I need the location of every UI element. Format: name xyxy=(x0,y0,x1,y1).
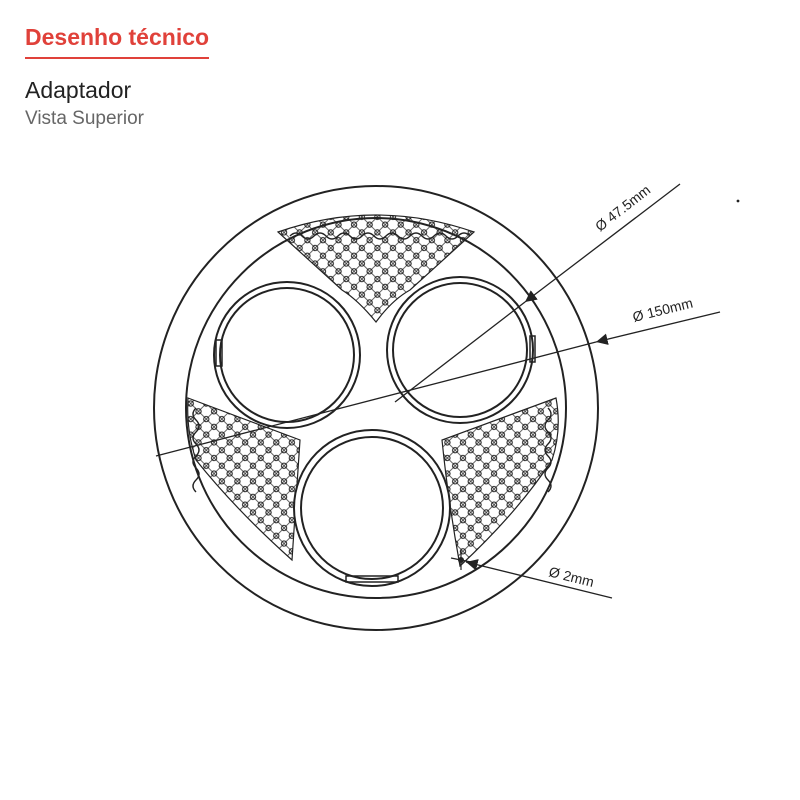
dim-line-inner-hole-extension xyxy=(394,301,526,403)
stray-dot xyxy=(736,199,740,203)
hole-bottom xyxy=(293,429,451,587)
outer-ring xyxy=(153,185,599,631)
hole-top-left xyxy=(213,281,361,429)
dim-line-outer-diameter xyxy=(595,311,721,345)
dim-label-pin-hole: Ø 2mm xyxy=(547,563,595,590)
header: Desenho técnico xyxy=(25,24,210,59)
product-name: Adaptador xyxy=(25,77,132,103)
section-title: Desenho técnico xyxy=(25,24,210,59)
view-name: Vista Superior xyxy=(25,108,144,129)
mesh-wave-right xyxy=(544,407,552,493)
mesh-region-top xyxy=(276,214,476,323)
dim-line-outer-diameter-extension xyxy=(155,341,597,457)
dim-line-inner-hole xyxy=(524,183,681,303)
dim-line-pin-hole xyxy=(465,559,613,599)
hole-top-right xyxy=(386,276,536,424)
mesh-wave-left xyxy=(192,407,200,493)
dim-label-inner-hole: Ø 47.5mm xyxy=(592,182,653,235)
mesh-wave-top xyxy=(289,232,471,240)
